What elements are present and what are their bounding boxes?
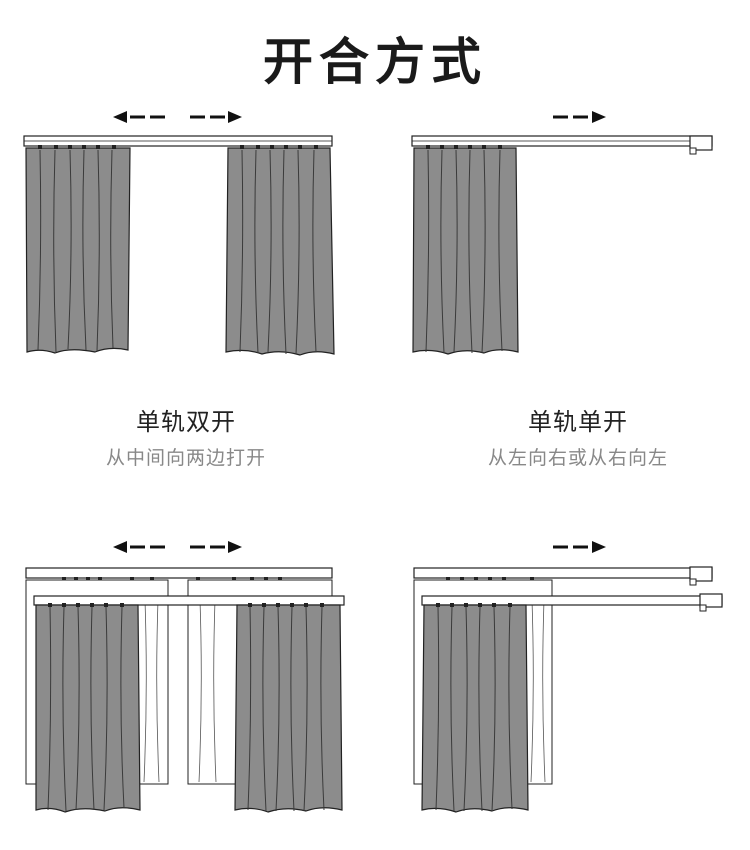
open-right-arrow-icon (553, 541, 606, 553)
track-end-bracket-icon (699, 593, 723, 612)
open-right-arrow-icon (190, 111, 242, 123)
double-track-single-open-illustration (413, 541, 723, 813)
open-left-arrow-icon (113, 541, 165, 553)
option-description: 从中间向两边打开 (105, 447, 266, 469)
back-track (413, 567, 713, 579)
double-track-double-open-illustration (25, 541, 345, 813)
open-left-arrow-icon (113, 111, 165, 123)
curtain-single (412, 145, 519, 355)
single-track-double-open-illustration (23, 111, 335, 356)
open-right-arrow-icon (190, 541, 242, 553)
option-caption-double-open: 单轨双开 从中间向两边打开 (26, 402, 346, 470)
curtain-right (234, 603, 343, 813)
track-end-bracket-icon (689, 135, 713, 155)
option-name: 单轨双开 (136, 408, 236, 436)
open-right-arrow-icon (553, 111, 606, 123)
page-title: 开合方式 (263, 32, 487, 91)
curtain-left (25, 145, 131, 354)
option-name: 单轨单开 (528, 408, 628, 436)
back-track (25, 567, 333, 579)
track-end-bracket-icon (689, 566, 713, 586)
front-track (33, 595, 345, 606)
curtain-left (35, 603, 141, 813)
option-description: 从左向右或从右向左 (487, 447, 668, 469)
single-track-single-open-illustration (411, 111, 713, 355)
option-caption-single-open: 单轨单开 从左向右或从右向左 (418, 402, 738, 470)
curtain-single (421, 603, 529, 813)
curtain-right (225, 145, 335, 356)
